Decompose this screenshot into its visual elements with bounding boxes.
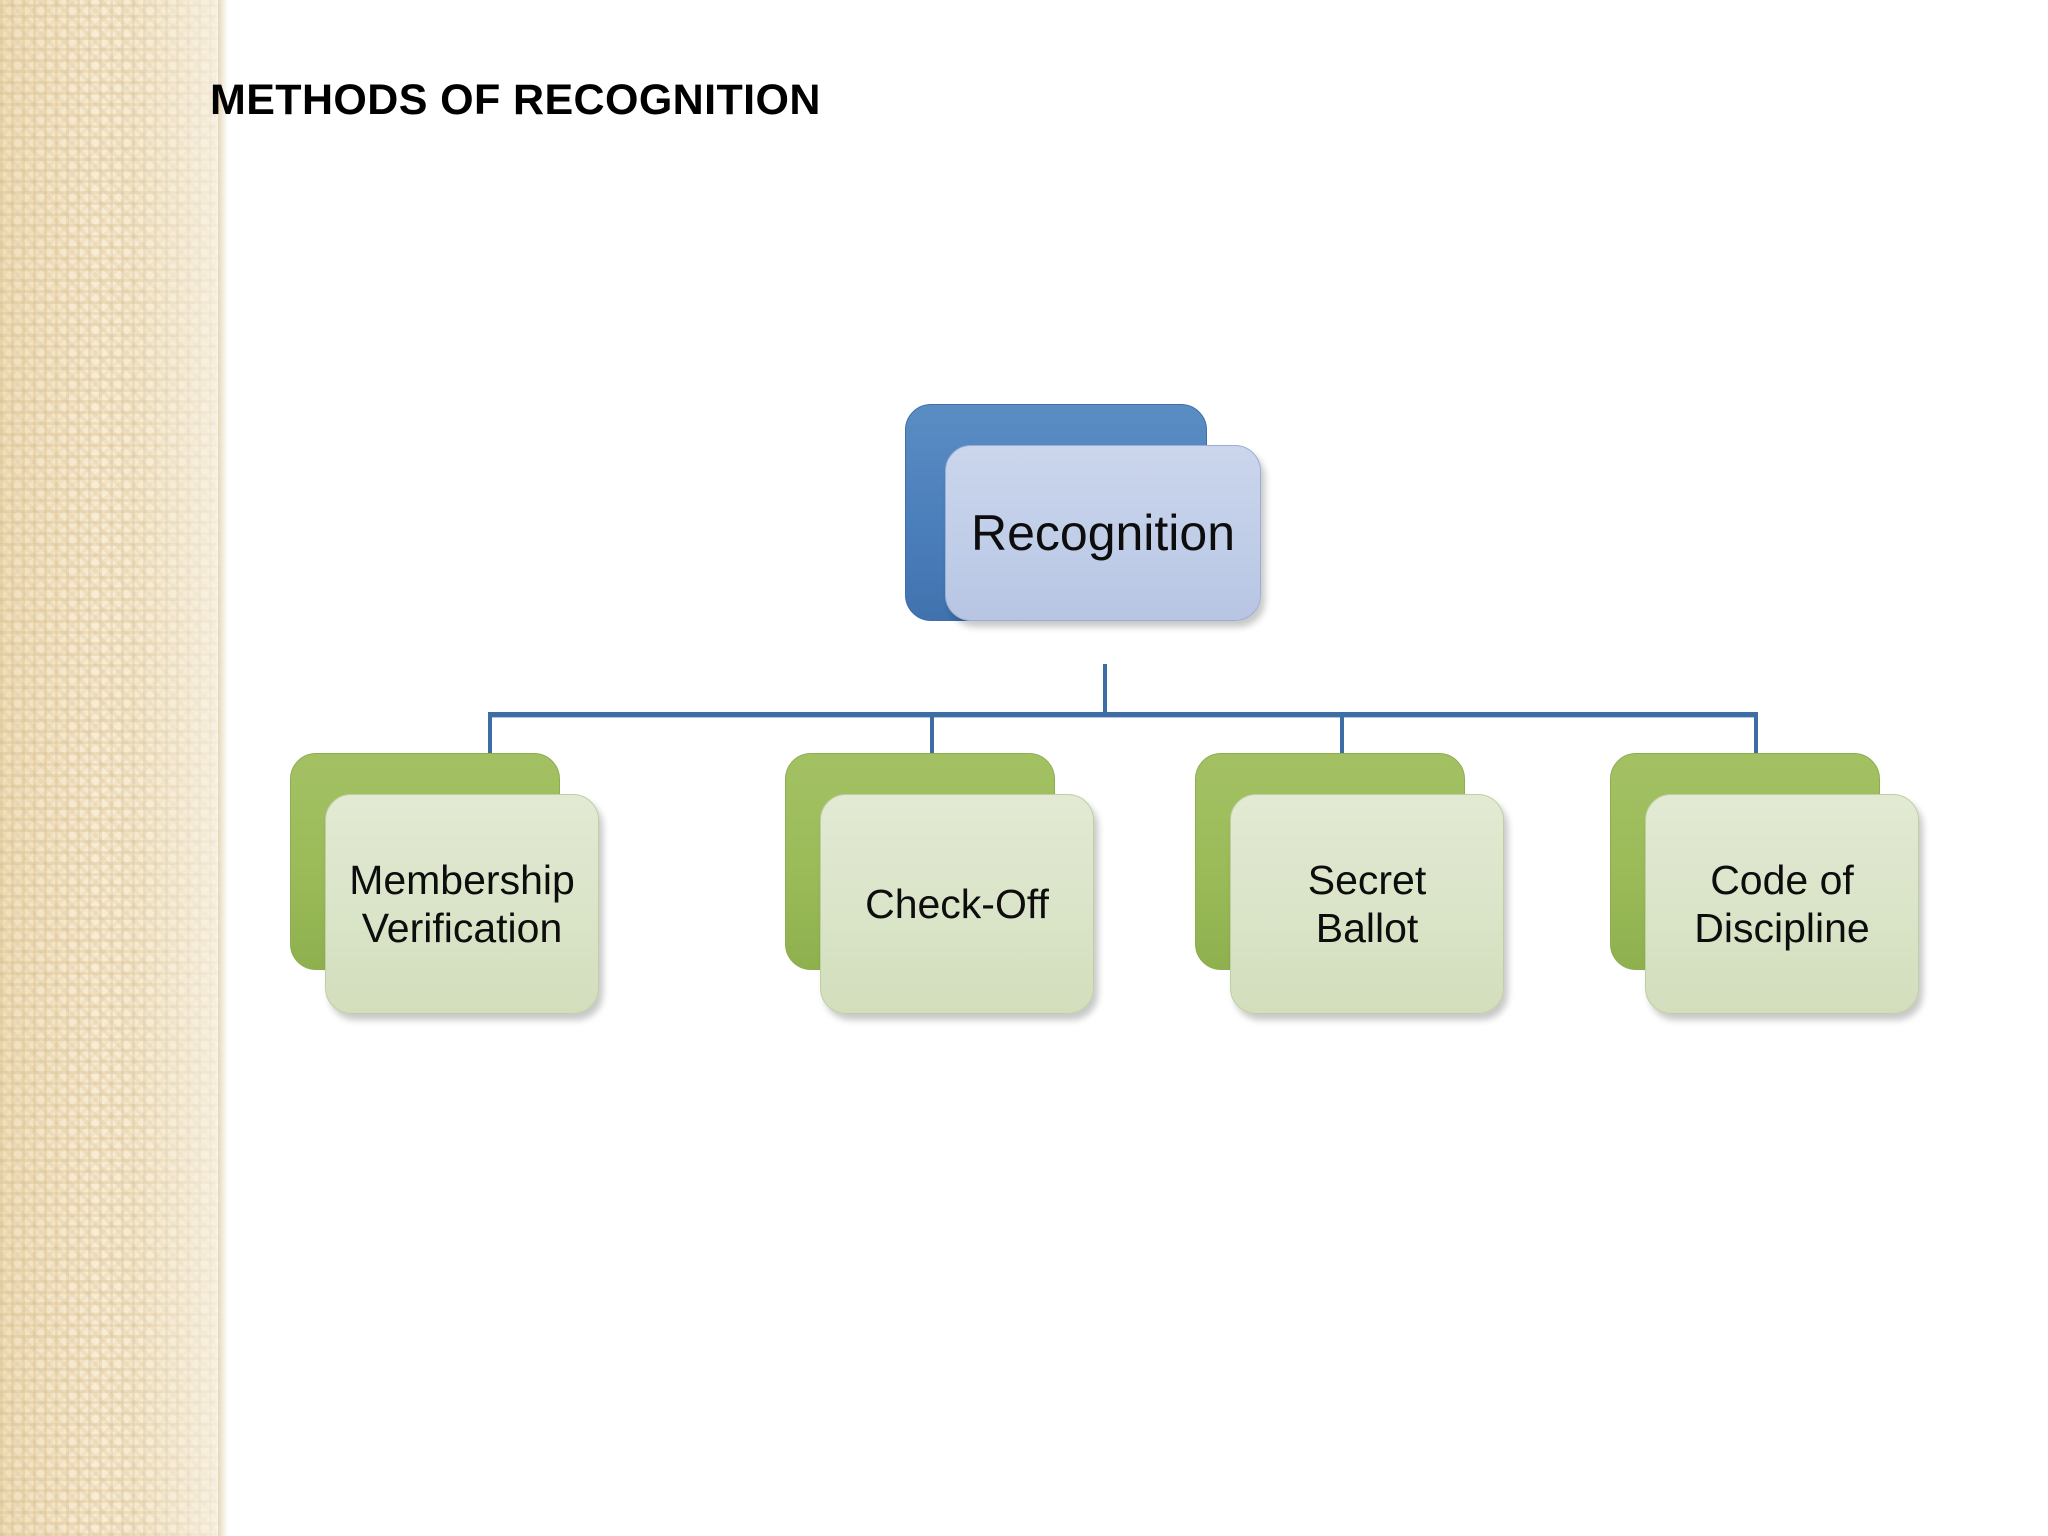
connector-horizontal-bar — [488, 712, 1758, 717]
label-line-2: Ballot — [1315, 905, 1419, 951]
label-line-1: Check-Off — [865, 880, 1049, 927]
connector-drop-checkoff — [930, 712, 934, 760]
connector-drop-code-of-discipline — [1754, 712, 1758, 760]
node-check-off-front-layer: Check-Off — [820, 794, 1094, 1014]
node-check-off[interactable]: Check-Off — [785, 753, 1115, 1063]
node-secret-ballot-front-layer: Secret Ballot — [1230, 794, 1504, 1014]
node-secret-ballot-label: Secret Ballot — [1298, 856, 1437, 953]
label-line-1: Code of — [1710, 856, 1854, 903]
node-recognition-label: Recognition — [970, 504, 1236, 561]
label-line-2: Discipline — [1694, 905, 1870, 951]
label-line-2: Verification — [361, 905, 563, 951]
node-membership-verification-label: Membership Verification — [339, 856, 585, 953]
page-title: METHODS OF RECOGNITION — [210, 76, 821, 124]
connector-drop-membership — [488, 712, 492, 760]
node-check-off-label: Check-Off — [855, 880, 1059, 928]
decorative-border-edge-shadow — [218, 0, 228, 1536]
connector-root-stem — [1103, 664, 1107, 714]
node-code-of-discipline-label: Code of Discipline — [1684, 856, 1879, 953]
node-secret-ballot[interactable]: Secret Ballot — [1195, 753, 1525, 1063]
connector-drop-secret-ballot — [1340, 712, 1344, 760]
node-recognition-front-layer: Recognition — [945, 445, 1261, 621]
node-recognition[interactable]: Recognition — [905, 404, 1335, 664]
node-code-of-discipline-front-layer: Code of Discipline — [1645, 794, 1919, 1014]
label-line-1: Secret — [1307, 856, 1427, 903]
node-membership-verification-front-layer: Membership Verification — [325, 794, 599, 1014]
decorative-border-strip — [0, 0, 222, 1536]
node-code-of-discipline[interactable]: Code of Discipline — [1610, 753, 1940, 1063]
label-line-1: Membership — [349, 856, 575, 903]
node-membership-verification[interactable]: Membership Verification — [290, 753, 620, 1063]
